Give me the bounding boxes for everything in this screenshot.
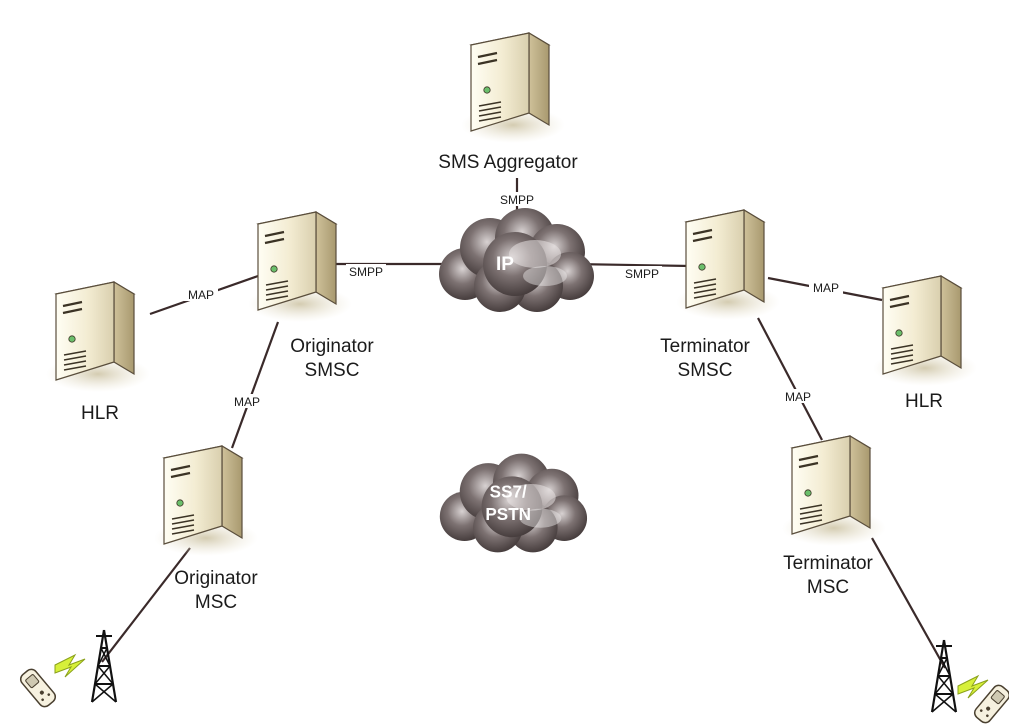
line-term-smsc-msc [757,317,823,441]
line-term-msc-tower [871,537,946,669]
label-sms-aggregator: SMS Aggregator [438,152,578,173]
edge-label-term-smsc-hlr: MAP [813,281,839,295]
edge-label-orig-smsc-msc: MAP [234,395,260,409]
network-cloud-icon [439,208,594,312]
edge-label-term-smsc-msc: MAP [785,390,811,404]
line-orig-smsc-msc [230,321,280,449]
cloud-label-ip: IP [496,254,514,275]
label-originator-smsc-line2: SMSC [305,360,360,381]
label-terminator-smsc-line2: SMSC [678,360,733,381]
server-sms-aggregator [459,31,567,145]
label-hlr-left: HLR [81,403,119,424]
edge-label-aggregator-ip: SMPP [500,193,534,207]
cloud-label-ss7-line2: PSTN [485,505,531,524]
network-cloud-icon [439,453,588,553]
server-originator-smsc [246,210,354,324]
label-originator-smsc-line1: Originator [290,336,374,357]
cloud-ip: IP [439,208,594,312]
cloud-ss7: SS7/ PSTN [439,453,588,553]
label-terminator-smsc-line1: Terminator [660,336,750,357]
line-ip-term-smsc [571,262,691,268]
node-labels: SMS Aggregator Originator SMSC Terminato… [81,152,943,613]
server-terminator-msc [780,434,888,548]
server-tower-icon [674,208,782,322]
label-terminator-msc-line2: MSC [807,577,849,598]
lightning-signal-icon [54,654,86,678]
edge-label-hlr-orig-smsc: MAP [188,288,214,302]
lightning-signal-icon [957,675,989,699]
server-tower-icon [44,280,152,394]
edge-label-orig-smsc-ip: SMPP [349,265,383,279]
mobile-phone-icon [17,666,59,710]
terminator-handset-group [930,638,1009,726]
cloud-label-ss7-line1: SS7/ [490,482,527,501]
server-hlr-left [44,280,152,394]
label-originator-msc-line1: Originator [174,568,258,589]
server-tower-icon [871,274,979,388]
server-hlr-right [871,274,979,388]
edge-labels: SMPP SMPP SMPP MAP MAP MAP MAP [184,192,843,409]
server-terminator-smsc [674,208,782,322]
label-terminator-msc-line1: Terminator [783,553,873,574]
server-tower-icon [780,434,888,548]
edge-label-ip-term-smsc: SMPP [625,267,659,281]
server-tower-icon [459,31,567,145]
cell-tower-icon [90,628,118,704]
server-tower-icon [246,210,354,324]
line-orig-msc-tower [101,547,191,663]
label-originator-msc-line2: MSC [195,592,237,613]
server-tower-icon [152,444,260,558]
server-originator-msc [152,444,260,558]
label-hlr-right: HLR [905,391,943,412]
originator-handset-group [17,628,118,710]
